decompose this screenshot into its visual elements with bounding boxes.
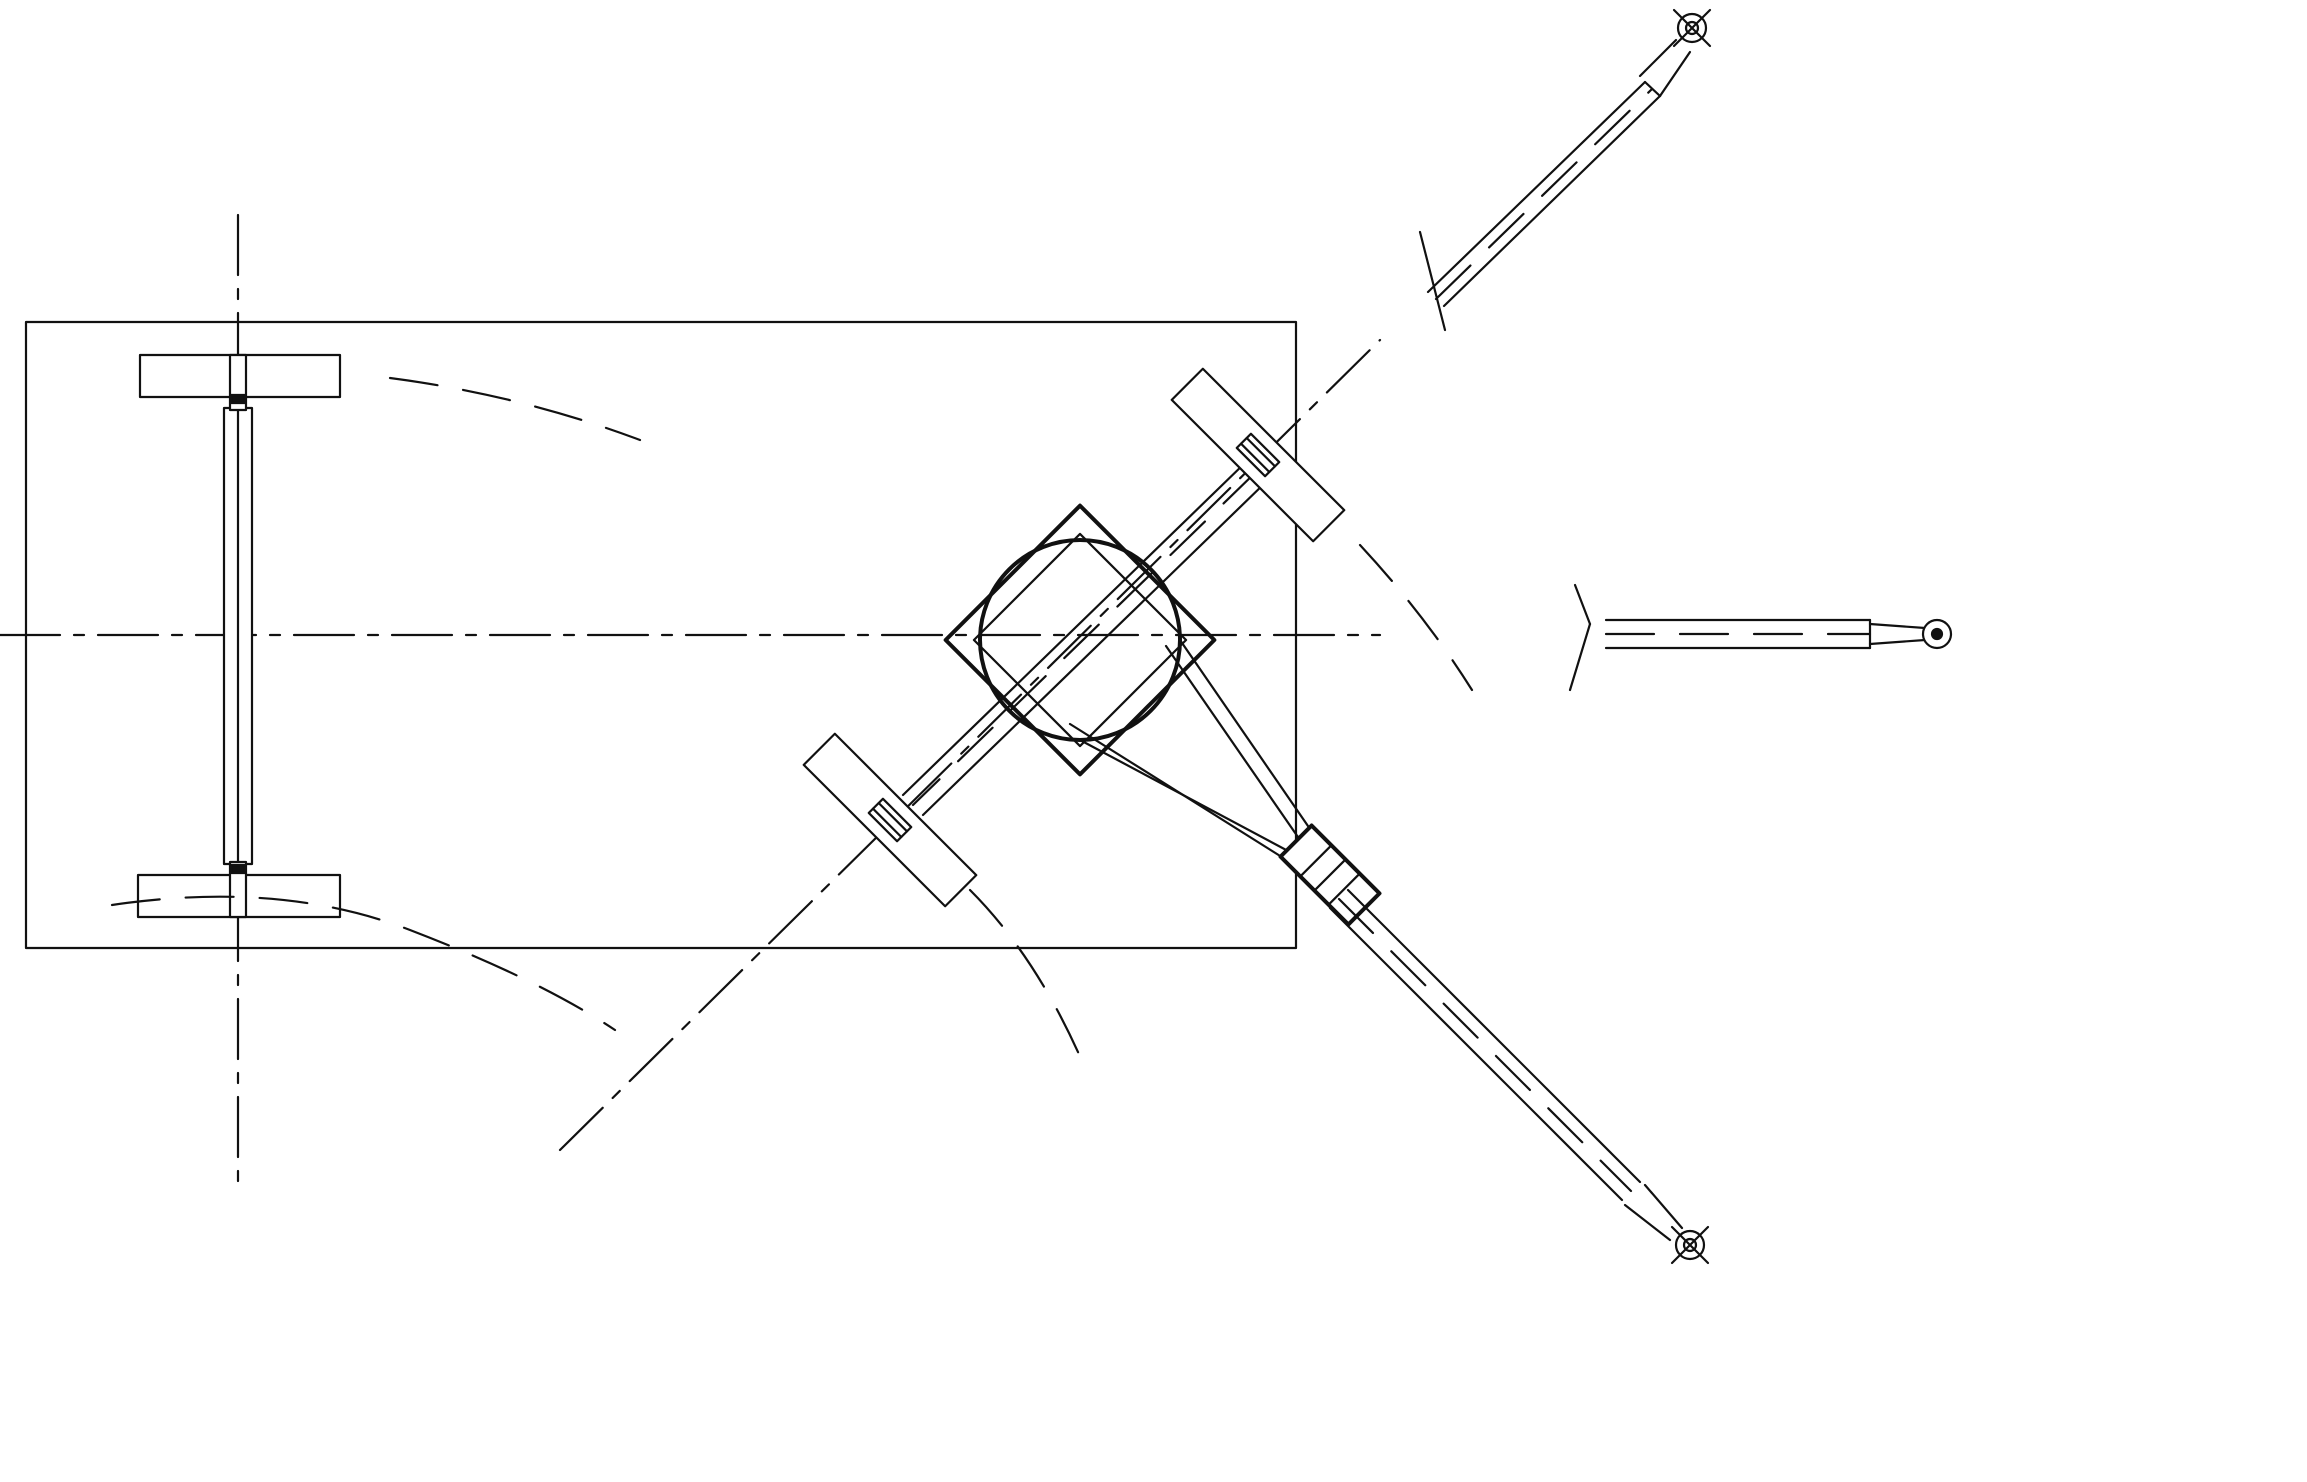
drawbar-eye — [1623, 1183, 1710, 1265]
bottom-wheel-swept-arc — [110, 895, 617, 1032]
top-wheel-swept-arc — [388, 376, 642, 442]
steered-upper-hub — [1235, 432, 1281, 478]
bottom-hub — [229, 863, 247, 875]
bottom-kingpin — [228, 860, 248, 919]
turntable-frame — [943, 503, 1217, 777]
drawbar-a-frame — [1068, 638, 1332, 878]
steered-lower-hub — [867, 797, 913, 843]
steered-axle-tube — [901, 458, 1270, 817]
swept-path-arcs — [110, 376, 1474, 1077]
drawbar-axle-diagonal-centerline — [558, 338, 1382, 1152]
steered-bottom-wheel-swept-arc — [968, 888, 1090, 1077]
drawbar-clamp — [1278, 823, 1382, 927]
top-hub — [229, 393, 247, 405]
drawbar-tube — [1328, 888, 1642, 1202]
fixed-axle — [136, 353, 342, 919]
drawbar-straight-position — [1568, 583, 1953, 692]
vehicle-body-outline — [24, 320, 1298, 950]
turntable-circle — [978, 538, 1182, 742]
steered-axle-assembly — [802, 367, 1710, 1265]
drawbar-upper-position — [1418, 8, 1712, 332]
steered-top-wheel-swept-arc — [1358, 543, 1474, 692]
